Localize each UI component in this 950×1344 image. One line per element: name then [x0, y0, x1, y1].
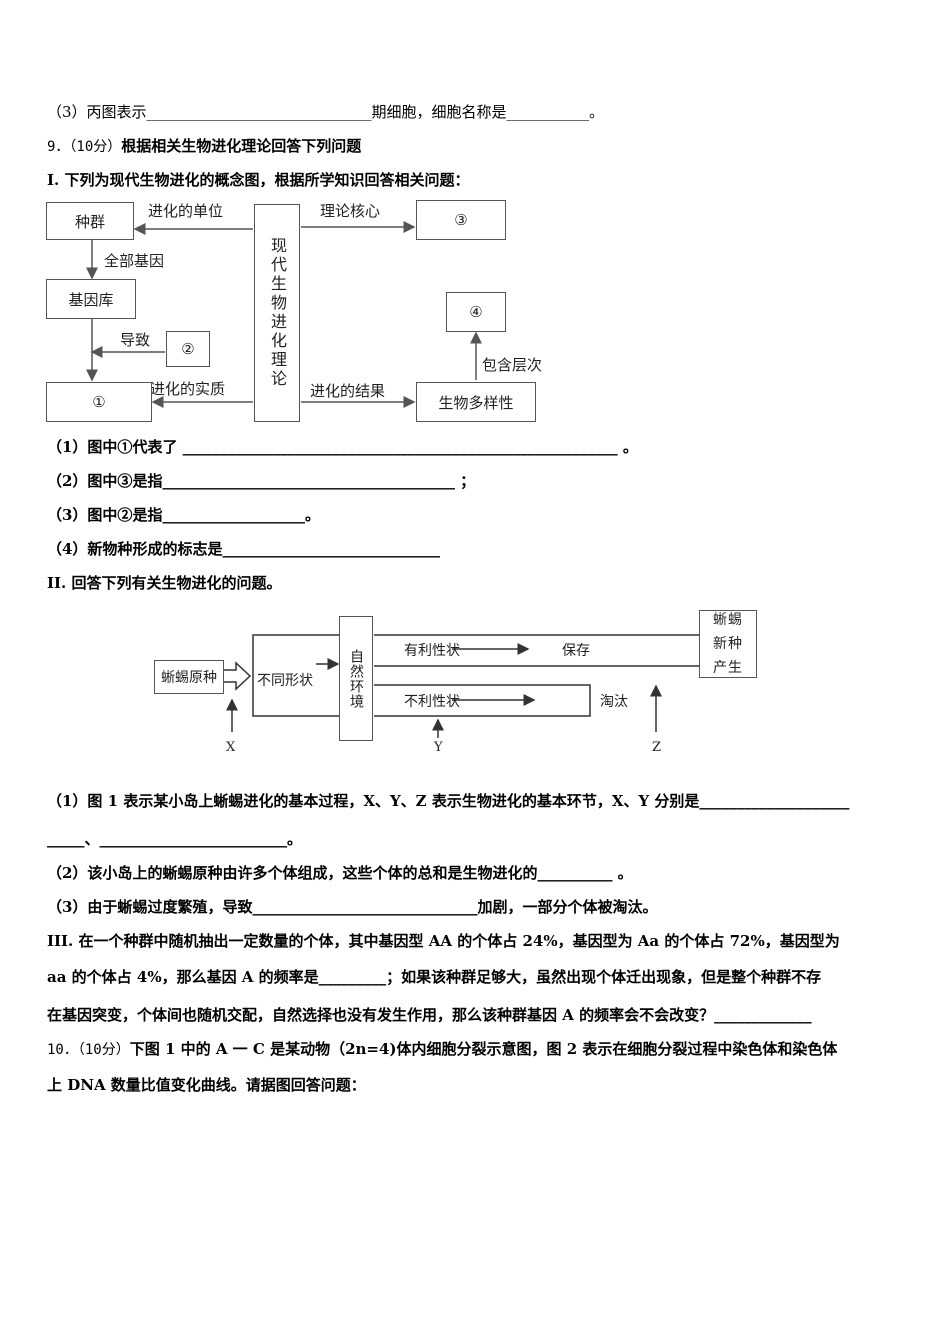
section-iii-line-c: 在基因突变，个体间也随机交配，自然选择也没有发生作用，那么该种群基因 A 的频率…	[47, 1006, 812, 1024]
question-10-line-a: 10．（10分）下图 1 中的 A 一 C 是某动物（2n=4)体内细胞分裂示意…	[47, 1038, 837, 1061]
blank-2-box: ②	[166, 331, 210, 367]
natural-environment-box: 自然环境	[339, 616, 373, 741]
favorable-traits-label: 有利性状	[404, 643, 460, 659]
section-i-intro: I. 下列为现代生物进化的概念图，根据所学知识回答相关问题：	[47, 169, 469, 191]
biodiversity-box: 生物多样性	[416, 382, 536, 422]
levels-label: 包含层次	[482, 356, 543, 374]
q8-part3-line: （3）丙图表示______________________________期细胞…	[47, 103, 605, 121]
concept-map-diagram: 种群 进化的单位 全部基因 基因库 导致 ② 进化的实质 ① 现代生物进化理论 …	[44, 196, 542, 428]
z-label: Z	[652, 740, 662, 755]
section-i-text: 下列为现代生物进化的概念图，根据所学知识回答相关问题：	[59, 171, 470, 189]
part2-question-1-line-a: （1）图 1 表示某小岛上蜥蜴进化的基本过程，X、Y、Z 表示生物进化的基本环节…	[47, 792, 850, 810]
section-i-roman: I.	[47, 171, 60, 189]
different-traits-label: 不同形状	[257, 673, 313, 689]
result-label: 进化的结果	[310, 382, 386, 400]
blank-3-box: ③	[416, 200, 506, 240]
unit-of-evolution-label: 进化的单位	[148, 202, 224, 220]
part2-question-1-line-b: _____、_________________________。	[47, 830, 303, 848]
original-species-box: 蜥蜴原种	[154, 660, 224, 694]
question-9-number: 9．（10分）	[47, 139, 122, 155]
preserved-label: 保存	[562, 643, 590, 659]
blank-4-box: ④	[446, 292, 506, 332]
population-box: 种群	[46, 202, 134, 240]
new-species-box: 蜥蜴新种产生	[699, 610, 757, 678]
section-iii-roman: III.	[47, 932, 74, 950]
question-4: （4）新物种形成的标志是____________________________…	[47, 540, 440, 558]
x-label: X	[226, 740, 236, 755]
concept-map-arrows	[86, 221, 482, 408]
question-10-number: 10．（10分）	[47, 1042, 130, 1058]
eliminated-label: 淘汰	[600, 694, 628, 710]
gene-pool-box: 基因库	[46, 279, 136, 319]
section-iii-line-a: III. 在一个种群中随机抽出一定数量的个体，其中基因型 AA 的个体占 24%…	[47, 930, 840, 952]
theory-core-label: 理论核心	[320, 202, 381, 220]
theory-box: 现代生物进化理论	[254, 204, 300, 422]
section-ii-text: 回答下列有关生物进化的问题。	[66, 574, 282, 592]
essence-label: 进化的实质	[150, 380, 226, 398]
lizard-diagram-lines	[224, 634, 700, 738]
part2-question-3: （3）由于蜥蜴过度繁殖，导致__________________________…	[47, 898, 658, 916]
y-label: Y	[434, 740, 443, 755]
question-1: （1）图中①代表了 ______________________________…	[47, 438, 638, 456]
part2-question-2: （2）该小岛上的蜥蜴原种由许多个体组成，这些个体的总和是生物进化的_______…	[47, 864, 633, 882]
unfavorable-traits-label: 不利性状	[404, 694, 460, 710]
question-10-text: 下图 1 中的 A 一 C 是某动物（2n=4)体内细胞分裂示意图，图 2 表示…	[129, 1040, 838, 1058]
question-3: （3）图中②是指___________________。	[47, 506, 320, 524]
question-2: （2）图中③是指________________________________…	[47, 472, 476, 490]
section-iii-line-b: aa 的个体占 4%，那么基因 A 的频率是_________；如果该种群足够大…	[47, 968, 822, 986]
question-10-line-b: 上 DNA 数量比值变化曲线。请据图回答问题：	[47, 1076, 366, 1094]
cause-label: 导致	[120, 331, 151, 349]
blank-1-box: ①	[46, 382, 152, 422]
lizard-evolution-diagram: 蜥蜴原种 不同形状 自然环境 有利性状 保存 不利性状 淘汰 蜥蜴新种产生 X …	[150, 606, 762, 762]
question-9-title: 根据相关生物进化理论回答下列问题	[121, 137, 362, 155]
section-iii-text-a: 在一个种群中随机抽出一定数量的个体，其中基因型 AA 的个体占 24%，基因型为…	[73, 932, 840, 950]
all-genes-label: 全部基因	[104, 252, 165, 270]
section-ii-roman: II.	[47, 574, 67, 592]
section-ii-intro: II. 回答下列有关生物进化的问题。	[47, 572, 282, 594]
question-9-heading: 9．（10分）根据相关生物进化理论回答下列问题	[47, 135, 361, 158]
